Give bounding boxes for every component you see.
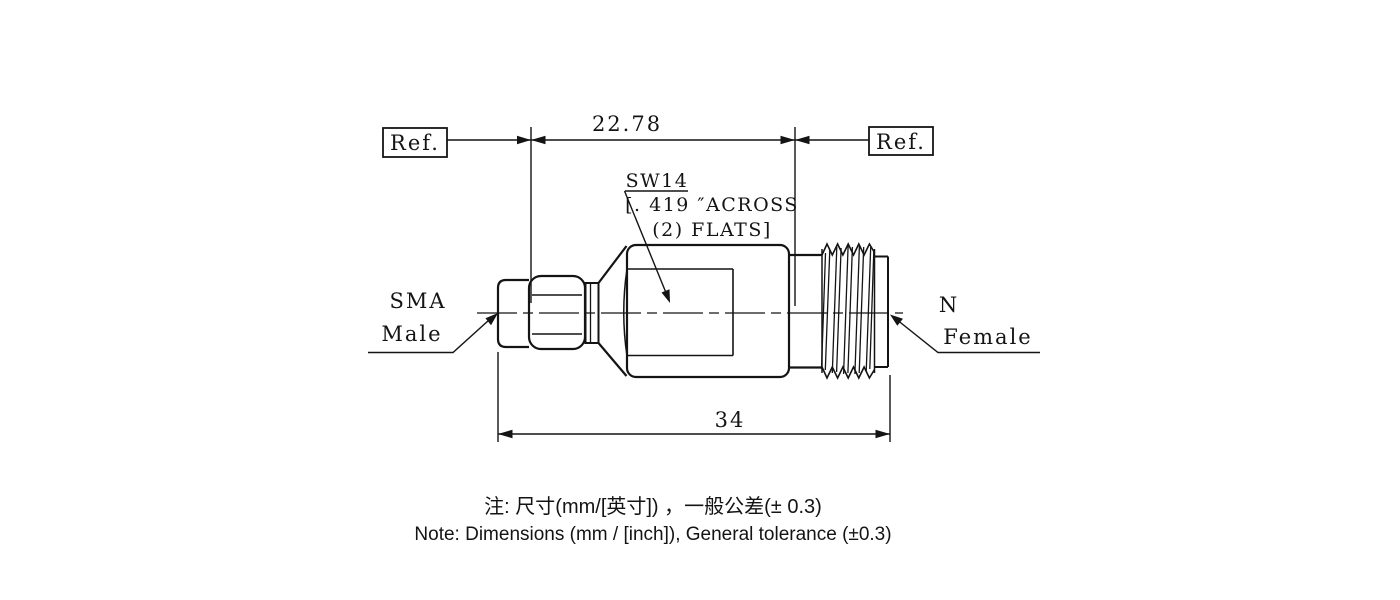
sma-barrel xyxy=(496,278,529,349)
dimension-top xyxy=(382,126,934,306)
label-female: Female xyxy=(943,325,1032,349)
hex-body-outline xyxy=(623,243,791,379)
label-sma: SMA xyxy=(389,289,446,313)
note-line-en: Note: Dimensions (mm / [inch]), General … xyxy=(414,524,891,545)
label-n: N xyxy=(939,293,959,317)
label-leader-sma xyxy=(368,313,498,354)
dim-top-value: 22.78 xyxy=(592,112,662,136)
arrow-n xyxy=(890,314,903,326)
callout-sw14 xyxy=(623,190,688,303)
arrow-dim-right xyxy=(780,135,795,145)
cone-edge-bottom xyxy=(597,342,628,377)
ref-label-right: Ref. xyxy=(876,130,926,154)
ref-box-left xyxy=(382,127,448,158)
note-line-zh: 注: 尺寸(mm/[英寸]) ，一般公差(± 0.3) xyxy=(484,495,822,518)
hex-flat-curve xyxy=(623,268,628,357)
ref-box-right xyxy=(868,126,934,156)
arrow-34-right xyxy=(875,429,890,439)
callout-leader xyxy=(623,190,668,295)
callout-line2: [. 419 ″ACROSS xyxy=(625,194,799,216)
callout-line1: SW14 xyxy=(626,170,689,192)
dimension-bottom-arrows xyxy=(498,429,890,439)
sma-connector-outline xyxy=(496,245,628,377)
cone-edge-top xyxy=(597,245,628,284)
dimension-top-arrows xyxy=(517,135,810,145)
label-leader-n xyxy=(890,314,1040,354)
n-connector-outline xyxy=(789,242,889,380)
main-hex-body xyxy=(625,243,791,379)
callout-line3: (2) FLATS] xyxy=(652,219,772,241)
arrow-sma xyxy=(485,313,498,326)
dim-bottom-value: 34 xyxy=(715,408,746,432)
dimension-bottom xyxy=(497,352,891,442)
arrow-ref-right xyxy=(795,135,810,145)
arrow-ref-left xyxy=(517,135,531,145)
groove-ring xyxy=(584,282,600,344)
arrow-34-left xyxy=(498,429,513,439)
thread-hatch-lines xyxy=(820,245,875,375)
arrow-dim-left xyxy=(531,135,546,145)
arrow-callout xyxy=(661,289,670,303)
label-male: Male xyxy=(381,322,442,346)
thread-crest-top xyxy=(821,242,876,257)
ref-label-left: Ref. xyxy=(390,131,440,155)
sma-leader-line xyxy=(368,314,495,354)
n-leader-line xyxy=(893,316,1040,354)
